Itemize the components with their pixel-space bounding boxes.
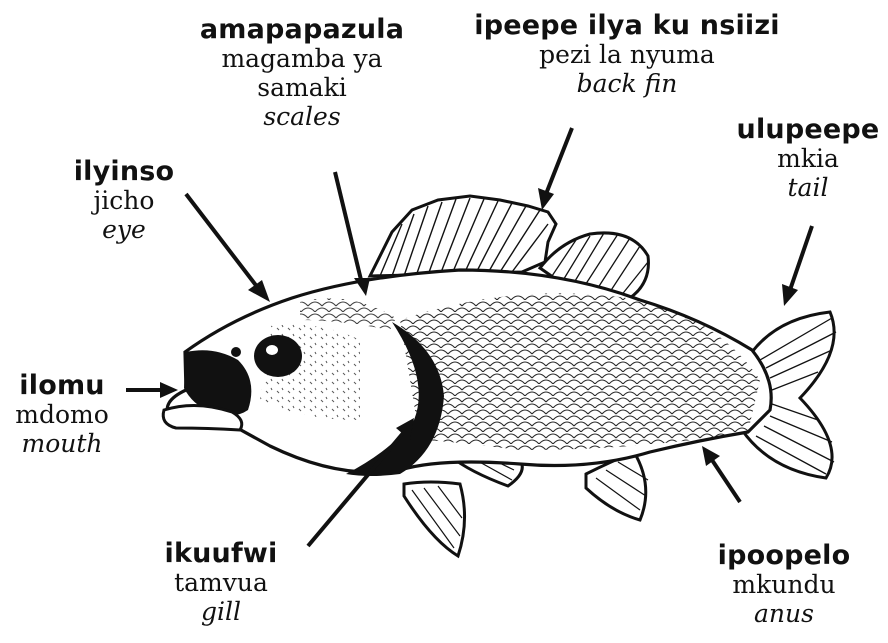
label-gill-bemba: ikuufwi: [146, 538, 296, 569]
label-tail: ulupeepe mkia tail: [728, 114, 888, 203]
label-scales-swahili-2: samaki: [172, 74, 432, 103]
label-tail-bemba: ulupeepe: [728, 114, 888, 145]
label-anus-swahili: mkundu: [694, 571, 874, 600]
label-back-fin: ipeepe ilya ku nsiizi pezi la nyuma back…: [442, 10, 812, 99]
label-gill-english: gill: [146, 598, 296, 627]
label-anus-bemba: ipoopelo: [694, 540, 874, 571]
label-mouth-english: mouth: [0, 430, 124, 459]
label-anus: ipoopelo mkundu anus: [694, 540, 874, 629]
label-eye-english: eye: [44, 216, 204, 245]
label-scales: amapapazula magamba ya samaki scales: [172, 14, 432, 131]
label-tail-swahili: mkia: [728, 145, 888, 174]
label-back-fin-english: back fin: [442, 70, 812, 99]
label-scales-bemba: amapapazula: [172, 14, 432, 45]
label-back-fin-swahili: pezi la nyuma: [442, 41, 812, 70]
label-eye-bemba: ilyinso: [44, 156, 204, 187]
label-tail-english: tail: [728, 174, 888, 203]
label-eye-swahili: jicho: [44, 187, 204, 216]
label-back-fin-bemba: ipeepe ilya ku nsiizi: [442, 10, 812, 41]
label-scales-english: scales: [172, 103, 432, 132]
label-scales-swahili-1: magamba ya: [172, 45, 432, 74]
eye-shape: [254, 335, 302, 377]
label-anus-english: anus: [694, 600, 874, 629]
label-eye: ilyinso jicho eye: [44, 156, 204, 245]
label-gill: ikuufwi tamvua gill: [146, 538, 296, 627]
label-mouth-swahili: mdomo: [0, 401, 124, 430]
label-mouth: ilomu mdomo mouth: [0, 370, 124, 459]
label-mouth-bemba: ilomu: [0, 370, 124, 401]
label-gill-swahili: tamvua: [146, 569, 296, 598]
